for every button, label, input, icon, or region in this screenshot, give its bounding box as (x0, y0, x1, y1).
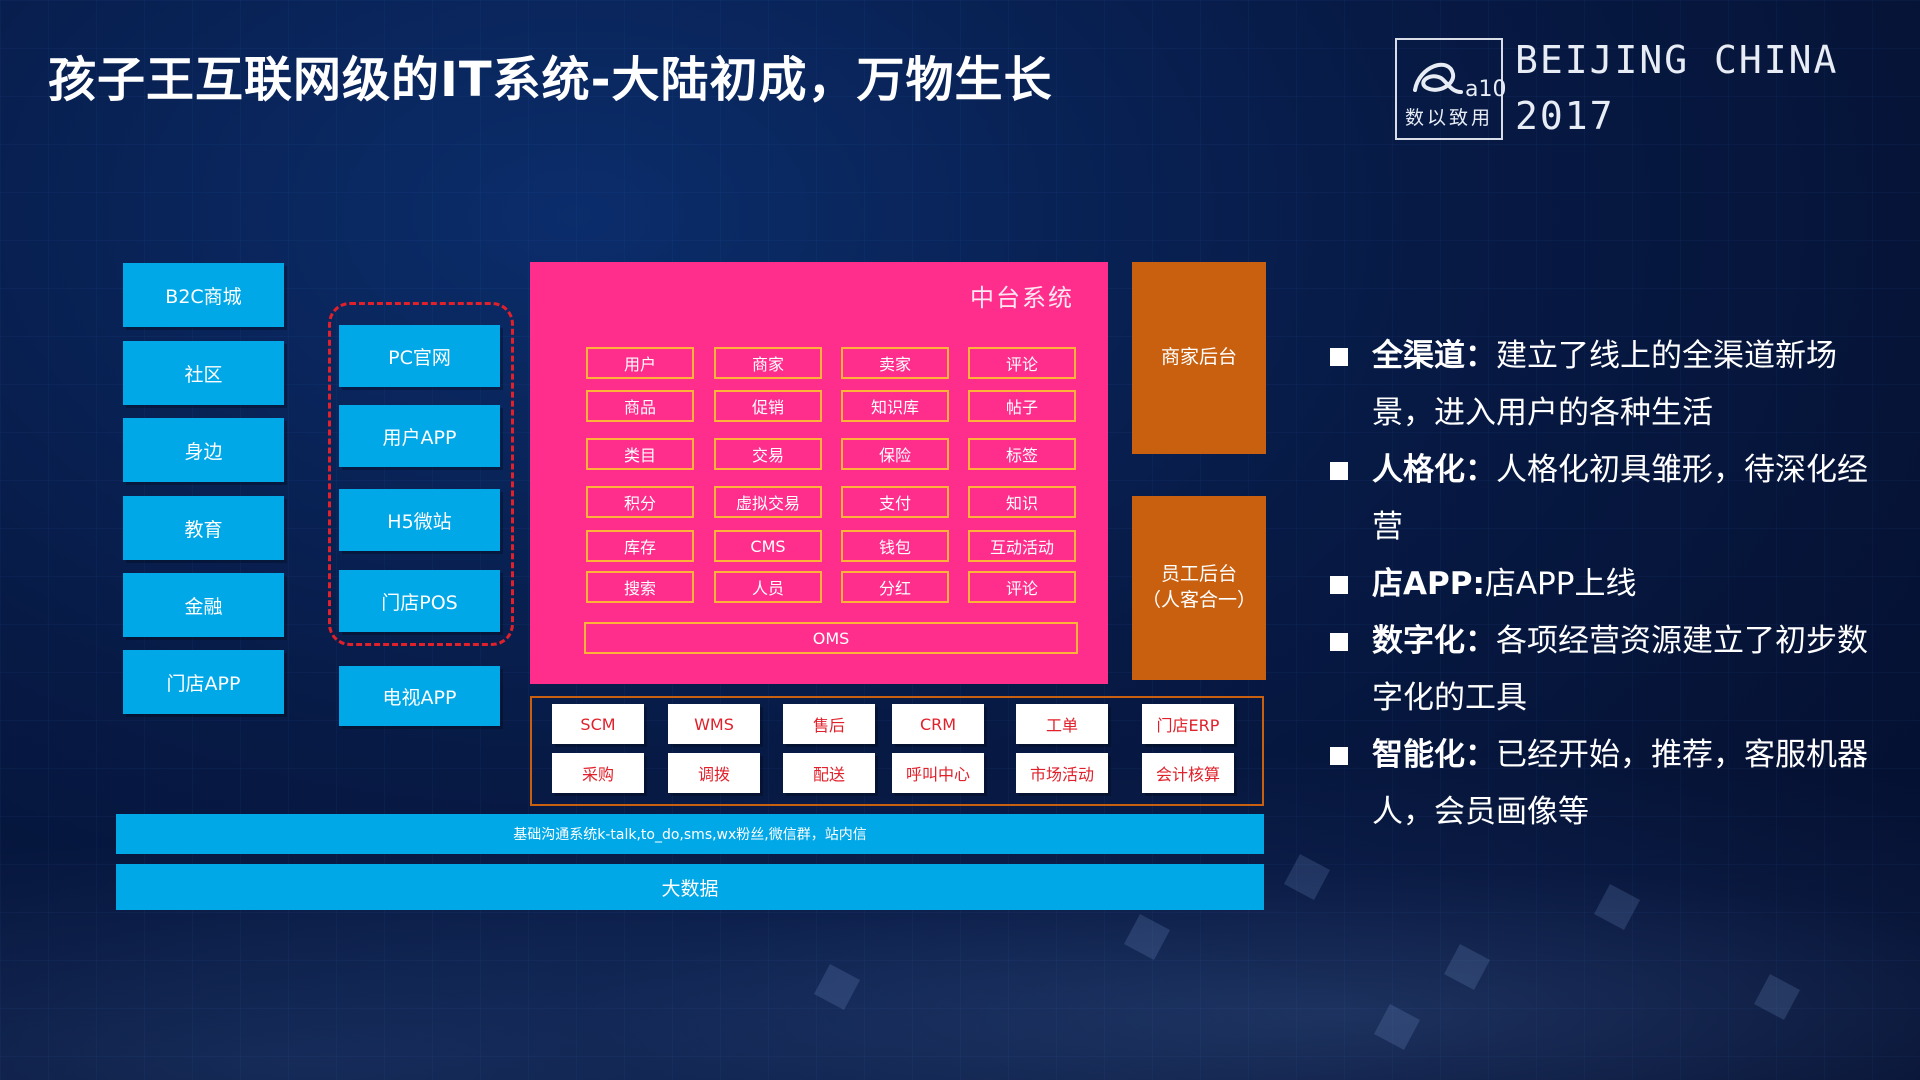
ops-item: 采购 (552, 753, 644, 793)
middle-platform-title: 中台系统 (970, 284, 1074, 312)
module-cell: 钱包 (841, 530, 949, 562)
logo-year: 2017 (1515, 94, 1615, 138)
highlight-separator: ： (1465, 338, 1496, 374)
frontend-h5: H5微站 (339, 489, 500, 551)
square-bullet-icon (1330, 747, 1348, 765)
module-cell: 评论 (968, 347, 1076, 379)
highlight-body: 店APP上线 (1484, 566, 1637, 602)
staff-backend-subtitle: （人客合一） (1141, 589, 1256, 611)
highlight-separator: ： (1465, 623, 1496, 659)
channel-nearby: 身边 (123, 418, 284, 482)
cube-shape (814, 964, 860, 1010)
cube-shape (1754, 974, 1800, 1020)
frontend-user-app: 用户APP (339, 405, 500, 467)
highlight-heading: 人格化 (1372, 452, 1465, 488)
module-cell: 促销 (714, 390, 822, 422)
highlight-item: 智能化：已经开始，推荐，客服机器人，会员画像等 (1330, 727, 1890, 841)
module-cell: 库存 (586, 530, 694, 562)
module-cell: 用户 (586, 347, 694, 379)
frontend-group-dashed (328, 302, 514, 646)
module-cell: 虚拟交易 (714, 486, 822, 518)
square-bullet-icon (1330, 348, 1348, 366)
a10-logo-icon: a10 (1413, 62, 1506, 102)
module-cell: 保险 (841, 438, 949, 470)
ops-item: 调拨 (668, 753, 760, 793)
ops-item: 配送 (783, 753, 875, 793)
staff-backend: 员工后台 （人客合一） (1132, 496, 1266, 680)
cube-shape (1594, 884, 1640, 930)
module-cell: 支付 (841, 486, 949, 518)
module-cell: 帖子 (968, 390, 1076, 422)
svg-text:a10: a10 (1465, 77, 1506, 102)
highlight-body: 各项经营资源建立了初步数字化的工具 (1372, 623, 1868, 716)
highlight-heading: 全渠道 (1372, 338, 1465, 374)
highlight-item: 人格化：人格化初具雏形，待深化经营 (1330, 442, 1890, 556)
module-cell: 标签 (968, 438, 1076, 470)
logo-city: BEIJING CHINA (1515, 38, 1839, 82)
cube-shape (1374, 1004, 1420, 1050)
staff-backend-title: 员工后台 (1160, 563, 1237, 586)
ops-item: 市场活动 (1016, 753, 1108, 793)
frontend-pos: 门店POS (339, 570, 500, 632)
square-bullet-icon (1330, 462, 1348, 480)
highlight-heading: 智能化 (1372, 737, 1465, 773)
ops-item: CRM (892, 704, 984, 744)
highlight-item: 店APP:店APP上线 (1330, 556, 1890, 613)
channel-finance: 金融 (123, 573, 284, 637)
highlight-body: 建立了线上的全渠道新场景，进入用户的各种生活 (1372, 338, 1837, 431)
module-cell: 商家 (714, 347, 822, 379)
logo-slogan: 数以致用 (1404, 107, 1493, 129)
ops-item: 工单 (1016, 704, 1108, 744)
highlight-separator: : (1472, 566, 1485, 602)
cube-shape (1284, 854, 1330, 900)
square-bullet-icon (1330, 633, 1348, 651)
channel-store-app: 门店APP (123, 650, 284, 714)
oms-module: OMS (584, 622, 1078, 654)
highlight-item: 数字化：各项经营资源建立了初步数字化的工具 (1330, 613, 1890, 727)
slide-title: 孩子王互联网级的IT系统-大陆初成，万物生长 (48, 52, 1053, 108)
frontend-pc: PC官网 (339, 325, 500, 387)
frontend-tv-app: 电视APP (339, 666, 500, 726)
module-cell: 评论 (968, 571, 1076, 603)
highlight-body: 人格化初具雏形，待深化经营 (1372, 452, 1868, 545)
module-cell: 互动活动 (968, 530, 1076, 562)
communication-bar: 基础沟通系统k-talk,to_do,sms,wx粉丝,微信群，站内信 (116, 814, 1264, 854)
highlight-item: 全渠道：建立了线上的全渠道新场景，进入用户的各种生活 (1330, 328, 1890, 442)
highlight-heading: 数字化 (1372, 623, 1465, 659)
merchant-backend: 商家后台 (1132, 262, 1266, 454)
cube-shape (1124, 914, 1170, 960)
highlight-body: 已经开始，推荐，客服机器人，会员画像等 (1372, 737, 1868, 830)
conference-logo: a10 数以致用 (1395, 38, 1506, 140)
channel-community: 社区 (123, 341, 284, 405)
ops-item: WMS (668, 704, 760, 744)
module-cell: 分红 (841, 571, 949, 603)
middle-platform-panel (530, 262, 1108, 684)
operations-frame (530, 696, 1264, 806)
channel-education: 教育 (123, 496, 284, 560)
cube-shape (1444, 944, 1490, 990)
module-cell: 搜索 (586, 571, 694, 603)
ops-item: 门店ERP (1142, 704, 1234, 744)
highlights-list: 全渠道：建立了线上的全渠道新场景，进入用户的各种生活 人格化：人格化初具雏形，待… (1330, 328, 1890, 841)
module-cell: 商品 (586, 390, 694, 422)
square-bullet-icon (1330, 576, 1348, 594)
module-cell: 积分 (586, 486, 694, 518)
ops-item: 会计核算 (1142, 753, 1234, 793)
channel-b2c: B2C商城 (123, 263, 284, 327)
module-cell: 知识库 (841, 390, 949, 422)
module-cell: 知识 (968, 486, 1076, 518)
module-cell: 类目 (586, 438, 694, 470)
bigdata-bar: 大数据 (116, 864, 1264, 910)
highlight-separator: ： (1465, 737, 1496, 773)
ops-item: 售后 (783, 704, 875, 744)
highlight-heading: 店APP (1372, 566, 1473, 602)
ops-item: SCM (552, 704, 644, 744)
module-cell: 卖家 (841, 347, 949, 379)
highlight-separator: ： (1465, 452, 1496, 488)
module-cell: CMS (714, 530, 822, 562)
module-cell: 交易 (714, 438, 822, 470)
ops-item: 呼叫中心 (892, 753, 984, 793)
module-cell: 人员 (714, 571, 822, 603)
